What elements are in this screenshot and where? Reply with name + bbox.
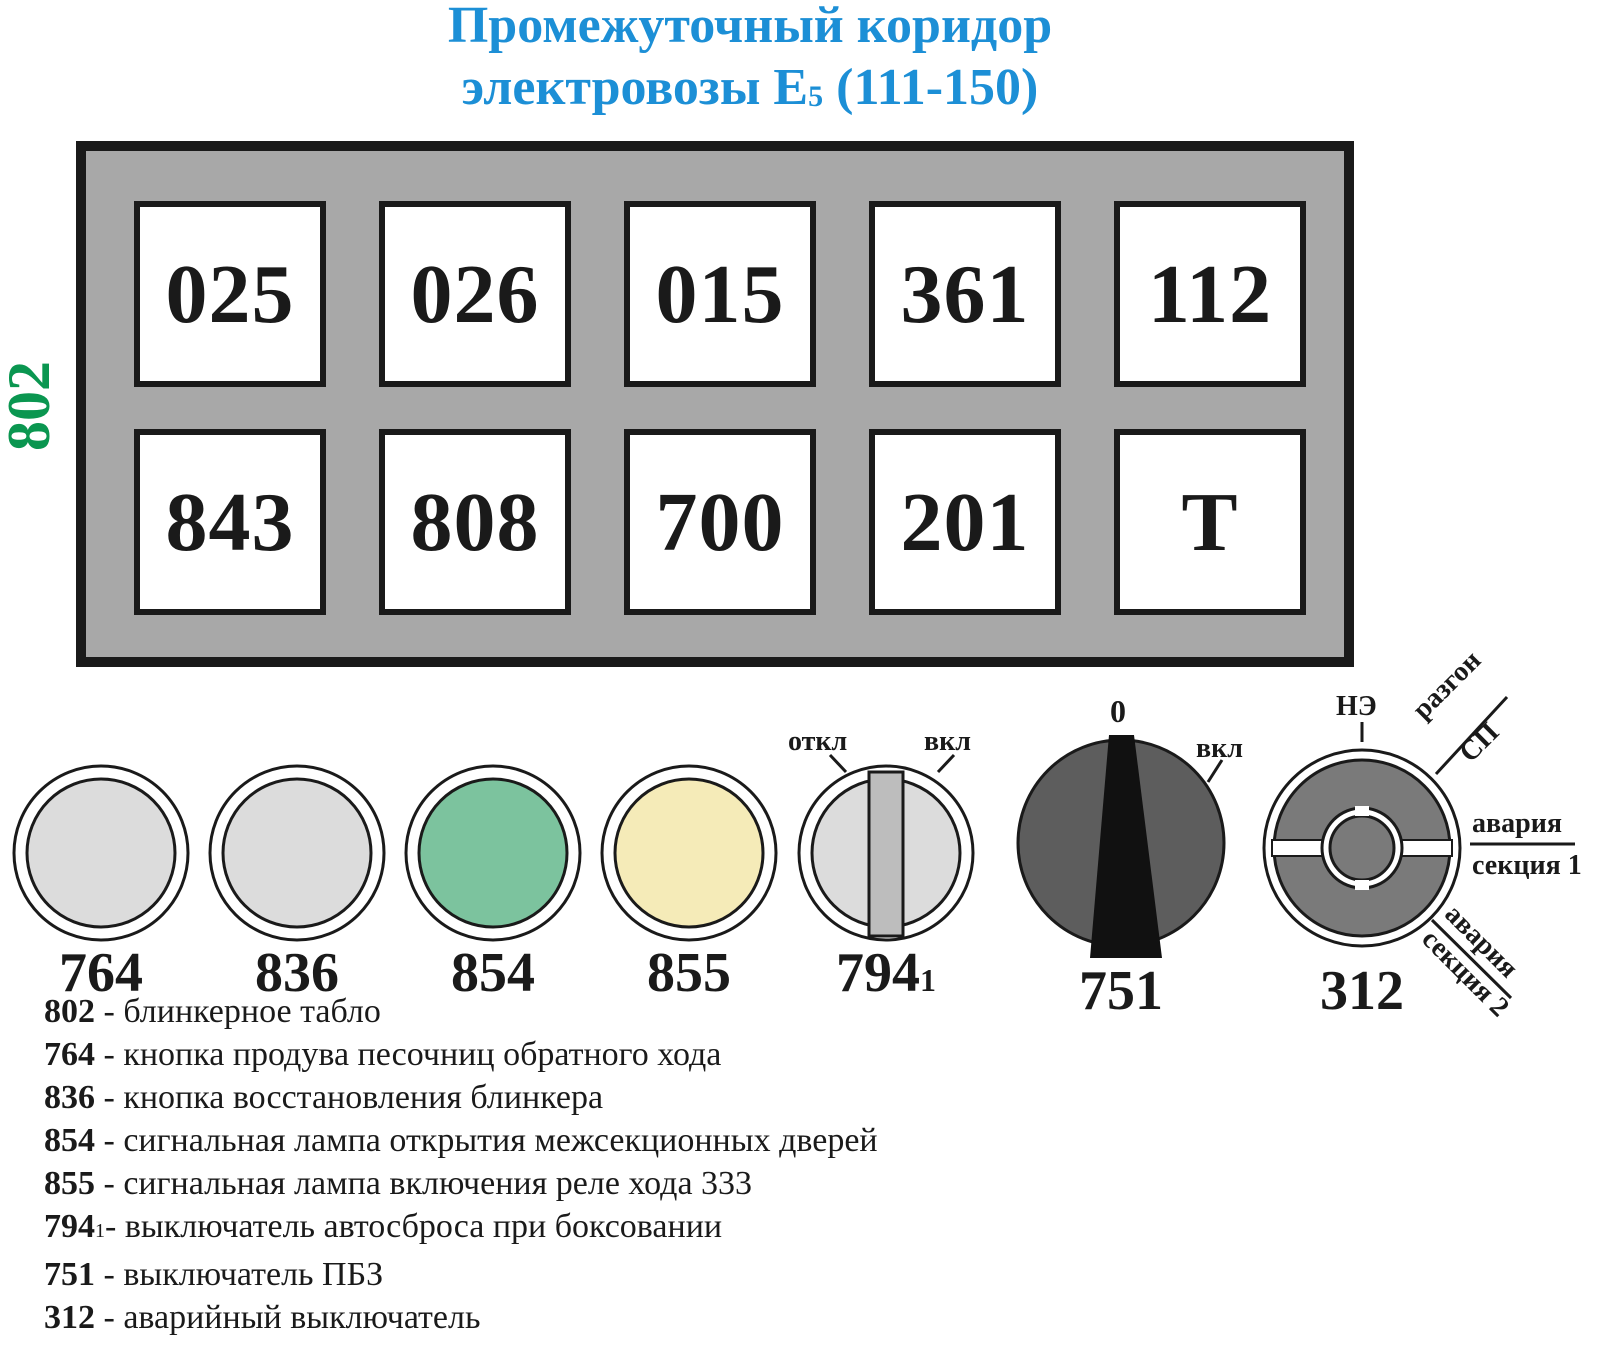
blinker-cell-026: 026 [379,201,571,387]
label-751-zero: 0 [1110,693,1126,729]
blinker-cell-808: 808 [379,429,571,615]
switch-312[interactable] [1262,695,1575,1000]
blinker-cell-112: 112 [1114,201,1306,387]
label-836: 836 [255,942,339,1004]
blinker-cell-700: 700 [624,429,816,615]
legend-sep: - [95,1079,124,1116]
legend-code: 312 [44,1299,95,1336]
label-751-on: вкл [1196,733,1243,764]
legend-sep: - [95,1122,124,1159]
label-794-main: 794 [836,942,920,1004]
title-line-2-main: электровозы Е [461,59,809,116]
legend-code: 751 [44,1256,95,1293]
legend-row: 802 - блинкерное табло [44,990,878,1033]
label-312-ne: НЭ [1336,691,1377,722]
legend-code: 836 [44,1079,95,1116]
label-854: 854 [451,942,535,1004]
title-line-2-rest: (111-150) [823,59,1039,116]
legend-sep: - [95,1256,124,1293]
legend-code: 854 [44,1122,95,1159]
legend-text: выключатель автосброса при боксовании [124,1208,723,1245]
legend-code: 855 [44,1165,95,1202]
legend-code: 7941 [44,1208,105,1245]
blinker-cell-843: 843 [134,429,326,615]
legend-row: 855 - сигнальная лампа включения реле хо… [44,1162,878,1205]
label-794-sub: 1 [920,962,936,998]
legend: 802 - блинкерное табло 764 - кнопка прод… [44,990,878,1339]
legend-text: кнопка продува песочниц обратного хода [123,1036,722,1073]
button-836[interactable] [208,764,386,942]
legend-text: аварийный выключатель [123,1299,481,1336]
label-312-sekcia-1: секция 1 [1472,850,1582,881]
blinker-panel: 025 026 015 361 112 843 808 700 201 Т [76,141,1354,667]
label-855: 855 [647,942,731,1004]
blinker-cell-361: 361 [869,201,1061,387]
legend-text: выключатель ПБЗ [123,1256,384,1293]
legend-text: кнопка восстановления блинкера [123,1079,604,1116]
legend-text: сигнальная лампа открытия межсекционных … [123,1122,878,1159]
switch-794-1[interactable] [797,753,975,942]
blinker-cell-t: Т [1114,429,1306,615]
legend-code: 764 [44,1036,95,1073]
switch-751[interactable] [1016,735,1226,958]
title-line-1: Промежуточный коридор [447,0,1053,54]
lamp-855 [600,764,778,942]
legend-row: 854 - сигнальная лампа открытия межсекци… [44,1119,878,1162]
legend-text: блинкерное табло [123,993,381,1030]
legend-code-sub: 1 [95,1220,105,1242]
blinker-cell-201: 201 [869,429,1061,615]
legend-row: 764 - кнопка продува песочниц обратного … [44,1033,878,1076]
label-312: 312 [1320,960,1404,1022]
legend-sep: - [95,1036,124,1073]
label-794-1: 7941 [786,945,986,1008]
legend-code-main: 794 [44,1208,95,1245]
label-794-off: откл [788,726,848,757]
lamp-854 [404,764,582,942]
label-764: 764 [59,942,143,1004]
title-line-2: электровозы Е5 (111-150) [0,58,1500,125]
blinker-cell-025: 025 [134,201,326,387]
label-312-avaria-1: авария [1472,808,1562,839]
legend-code: 802 [44,993,95,1030]
legend-sep: - [95,1299,124,1336]
title-line-2-sub: 5 [808,80,824,113]
legend-row: 7941- выключатель автосброса при боксова… [44,1205,878,1253]
legend-sep: - [95,1165,124,1202]
legend-sep: - [95,993,124,1030]
legend-text: сигнальная лампа включения реле хода 333 [123,1165,753,1202]
label-794-on: вкл [924,726,971,757]
blinker-cell-015: 015 [624,201,816,387]
label-751: 751 [1079,960,1163,1022]
button-764[interactable] [12,764,190,942]
legend-row: 312 - аварийный выключатель [44,1296,878,1339]
legend-row: 751 - выключатель ПБЗ [44,1253,878,1296]
legend-sep: - [105,1208,125,1245]
legend-row: 836 - кнопка восстановления блинкера [44,1076,878,1119]
